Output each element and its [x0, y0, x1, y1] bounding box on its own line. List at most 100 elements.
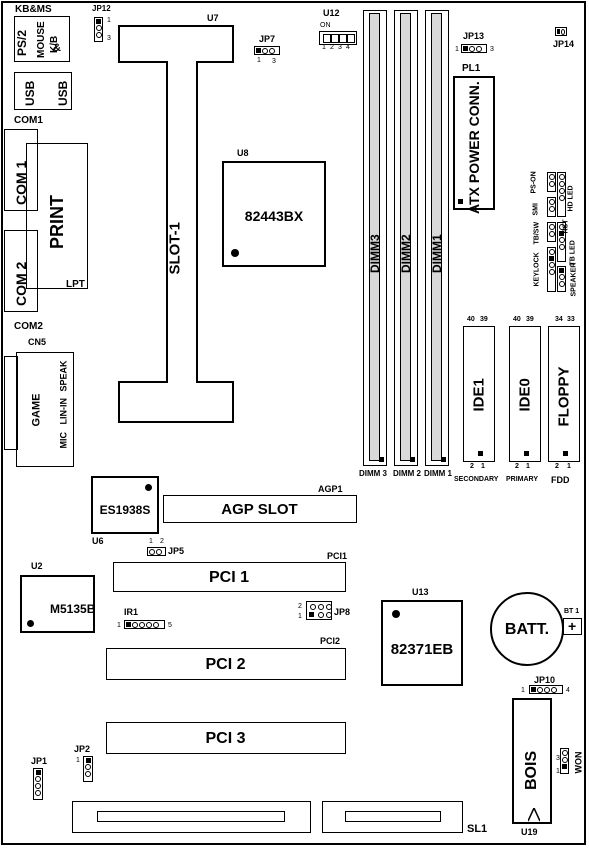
rst-tbled-header: [557, 222, 566, 262]
slot1-outline: [118, 25, 234, 423]
jp14-label: JP14: [553, 39, 575, 49]
ide1-pin2: 2: [470, 463, 474, 470]
atx-power-connector: [453, 76, 495, 210]
floppy-label: FLOPPY: [555, 366, 573, 427]
dimm3-label: DIMM3: [368, 234, 382, 273]
sl1-slot-right: [322, 801, 463, 833]
com1-top-label: COM1: [14, 115, 43, 126]
tbsw-label: TB/SW: [533, 221, 541, 245]
audio-jack-strip: [4, 356, 18, 450]
chip-82443bx-label: 82443BX: [244, 208, 304, 224]
secondary-label: SECONDARY: [454, 476, 499, 483]
hdled-header: [557, 172, 566, 217]
chip-82371eb-label: 82371EB: [390, 641, 454, 658]
ps-on-label: PS-ON: [530, 171, 538, 194]
com2-label: COM 2: [13, 261, 29, 306]
ide0-pin1: 1: [526, 463, 530, 470]
fdd-pin34: 34: [555, 316, 563, 323]
jp13-label: JP13: [463, 31, 485, 41]
ampersand-label: &: [53, 42, 61, 54]
u12-on-label: ON: [320, 22, 331, 29]
jp5-pin1: 1: [149, 538, 153, 545]
ide0-pin39: 39: [526, 316, 534, 323]
won-pin1: 1: [556, 768, 560, 775]
won-pin3: 3: [556, 755, 560, 762]
agp-slot-label: AGP SLOT: [221, 501, 298, 518]
ide0-pin40: 40: [513, 316, 521, 323]
bt1-label: BT 1: [564, 608, 580, 615]
u12-label: U12: [323, 8, 340, 18]
usb-left-label: USB: [23, 80, 37, 106]
sl1-label: SL1: [467, 823, 488, 835]
jp8-pin2: 2: [298, 603, 302, 610]
southbridge-chip: 82371EB: [381, 600, 463, 686]
won-label: WON: [573, 751, 584, 774]
fdd-pin1: 1: [567, 463, 571, 470]
jp7-header: [254, 46, 280, 55]
pin1-marker: [392, 610, 400, 618]
bios-notch: [528, 808, 540, 822]
jp14-header: [555, 27, 567, 36]
ide0-pin2: 2: [515, 463, 519, 470]
battery: BATT.: [490, 592, 564, 666]
agp1-label: AGP1: [318, 484, 343, 494]
speaker-header: [557, 266, 566, 292]
u7-label: U7: [207, 13, 219, 23]
dimm1-slot: [425, 10, 449, 466]
pin1-marker: [231, 249, 239, 257]
com2-bottom-label: COM2: [14, 321, 43, 332]
game-label: GAME: [30, 393, 43, 427]
print-connector: [26, 143, 88, 289]
primary-label: PRIMARY: [506, 476, 539, 483]
pci2-ref-label: PCI2: [320, 636, 341, 646]
mic-label: MIC: [58, 432, 69, 449]
game-connector: [16, 352, 74, 467]
dimm3-bottom-label: DIMM 3: [359, 469, 387, 478]
rst-label: RST: [562, 219, 570, 234]
u8-label: U8: [237, 148, 249, 158]
jp1-header: [33, 768, 43, 800]
u19-label: U19: [521, 827, 538, 837]
dimm2-bottom-label: DIMM 2: [393, 469, 421, 478]
pci2-label: PCI 2: [205, 656, 246, 673]
lin-in-label: LIN-IN: [58, 398, 69, 425]
kbms-label: KB&MS: [15, 4, 52, 15]
m5135b-chip: M5135B: [20, 575, 95, 633]
usb-connector: [14, 72, 72, 110]
pin1-marker: [27, 620, 34, 627]
jp5-pin2: 2: [160, 538, 164, 545]
m5135b-label: M5135B: [50, 602, 96, 616]
pin1-marker: [145, 484, 152, 491]
pl1-label: PL1: [462, 63, 481, 74]
ide1-label: IDE1: [470, 378, 488, 412]
ps2-connector: [14, 16, 70, 62]
ide1-connector: [463, 326, 495, 462]
jp10-pin1: 1: [521, 687, 525, 694]
dimm2-slot: [394, 10, 418, 466]
dimm3-slot: [363, 10, 387, 466]
jp13-pin1: 1: [455, 46, 459, 53]
ir1-label: IR1: [124, 607, 139, 617]
fdd-pin33: 33: [567, 316, 575, 323]
battery-label: BATT.: [504, 621, 550, 638]
smi-label: SMI: [532, 203, 540, 216]
ir1-pin1: 1: [117, 622, 121, 629]
atx-power-label: ATX POWER CONN.: [466, 81, 482, 214]
won-header: [560, 748, 569, 774]
pci1-label: PCI 1: [208, 569, 249, 586]
agp-slot: AGP SLOT: [163, 495, 357, 523]
keylock-label: KEYLOCK: [533, 252, 541, 287]
jp1-label: JP1: [31, 756, 48, 766]
jp10-header: [529, 685, 563, 694]
jp12-pin3: 3: [107, 35, 111, 42]
ps2-label: PS/2: [15, 29, 29, 56]
print-label: PRINT: [47, 195, 67, 249]
bios-label: BOIS: [523, 750, 540, 790]
jp12-label: JP12: [92, 4, 111, 13]
sl1-slot-left: [72, 801, 311, 833]
u12-pin3: 3: [338, 44, 342, 51]
u13-label: U13: [412, 587, 429, 597]
floppy-connector: [548, 326, 580, 462]
bios-chip: [512, 698, 552, 824]
